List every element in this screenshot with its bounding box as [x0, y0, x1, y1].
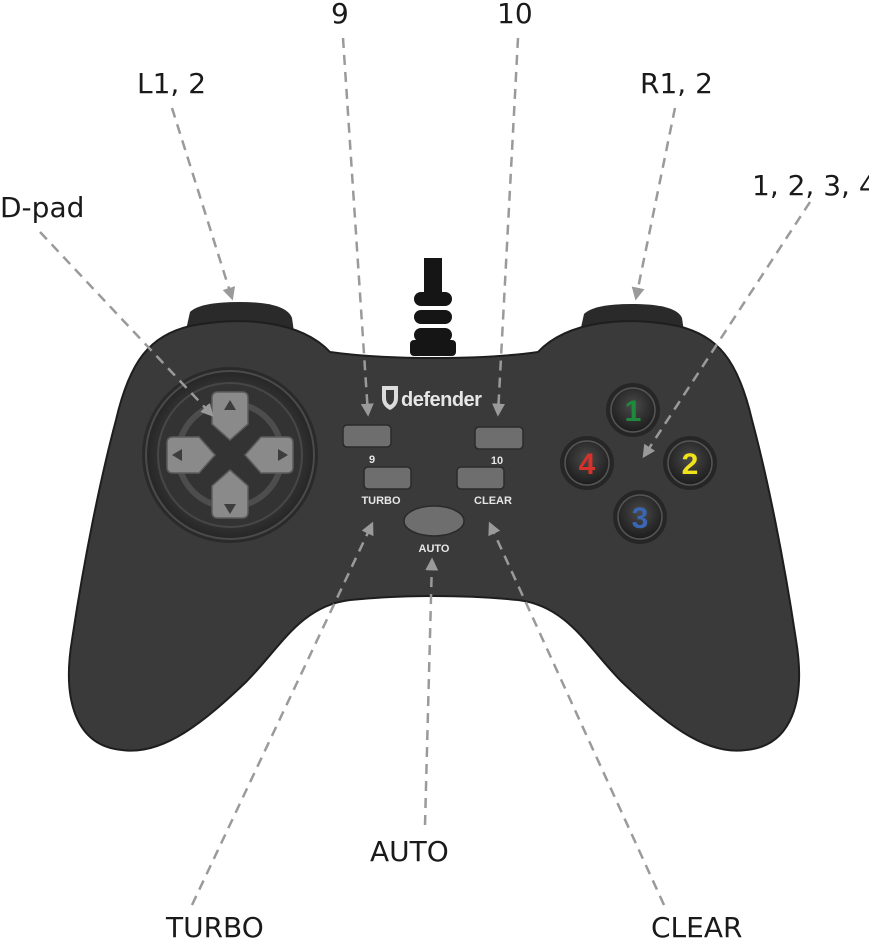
- turbo-button[interactable]: [363, 466, 412, 490]
- label-turbo: TURBO: [166, 911, 264, 944]
- button-9-label: 9: [369, 454, 375, 466]
- arrow-clear: [488, 521, 666, 906]
- arrow-l-buttons: [170, 107, 236, 301]
- button-10-label: 10: [491, 455, 503, 467]
- dpad[interactable]: [142, 367, 318, 543]
- arrow-10: [492, 37, 520, 417]
- label-dpad: D-pad: [0, 191, 85, 224]
- face-button-1[interactable]: [610, 387, 656, 433]
- face-button-2[interactable]: [667, 440, 713, 486]
- label-r-buttons: R1, 2: [640, 67, 713, 100]
- cable: [410, 258, 456, 356]
- dpad-right-arrow-icon: [278, 449, 288, 461]
- face-buttons: 1 2 3 4: [560, 383, 717, 544]
- label-clear: CLEAR: [651, 911, 743, 944]
- brand-logo: defender: [382, 386, 483, 411]
- face-button-1-label: 1: [625, 395, 642, 428]
- label-face-buttons: 1, 2, 3, 4: [752, 169, 869, 202]
- face-button-4[interactable]: [564, 440, 610, 486]
- face-button-2-label: 2: [682, 448, 699, 481]
- dpad-up-arrow-icon: [224, 400, 236, 410]
- face-button-3[interactable]: [617, 494, 663, 540]
- label-l-buttons: L1, 2: [137, 67, 207, 100]
- arrow-9: [341, 37, 374, 417]
- face-button-3-label: 3: [632, 502, 649, 535]
- dpad-right-button[interactable]: [243, 436, 294, 474]
- turbo-button-label: TURBO: [361, 495, 401, 507]
- auto-button-label: AUTO: [419, 543, 450, 555]
- arrow-dpad: [39, 231, 214, 417]
- button-10[interactable]: [474, 426, 524, 450]
- arrow-auto: [423, 557, 439, 826]
- label-10: 10: [497, 0, 533, 30]
- clear-button[interactable]: [456, 466, 505, 490]
- arrow-turbo: [190, 521, 374, 906]
- dpad-left-arrow-icon: [172, 449, 182, 461]
- label-9: 9: [331, 0, 349, 30]
- button-9[interactable]: [342, 424, 392, 448]
- label-auto: AUTO: [370, 835, 449, 868]
- dpad-down-button[interactable]: [211, 468, 249, 519]
- clear-button-label: CLEAR: [474, 495, 512, 507]
- dpad-up-button[interactable]: [211, 391, 249, 442]
- brand-name: defender: [401, 389, 482, 411]
- dpad-left-button[interactable]: [166, 436, 217, 474]
- arrow-r-buttons: [631, 107, 677, 301]
- dpad-down-arrow-icon: [224, 504, 236, 514]
- face-button-4-label: 4: [579, 448, 596, 481]
- auto-button[interactable]: [403, 505, 465, 537]
